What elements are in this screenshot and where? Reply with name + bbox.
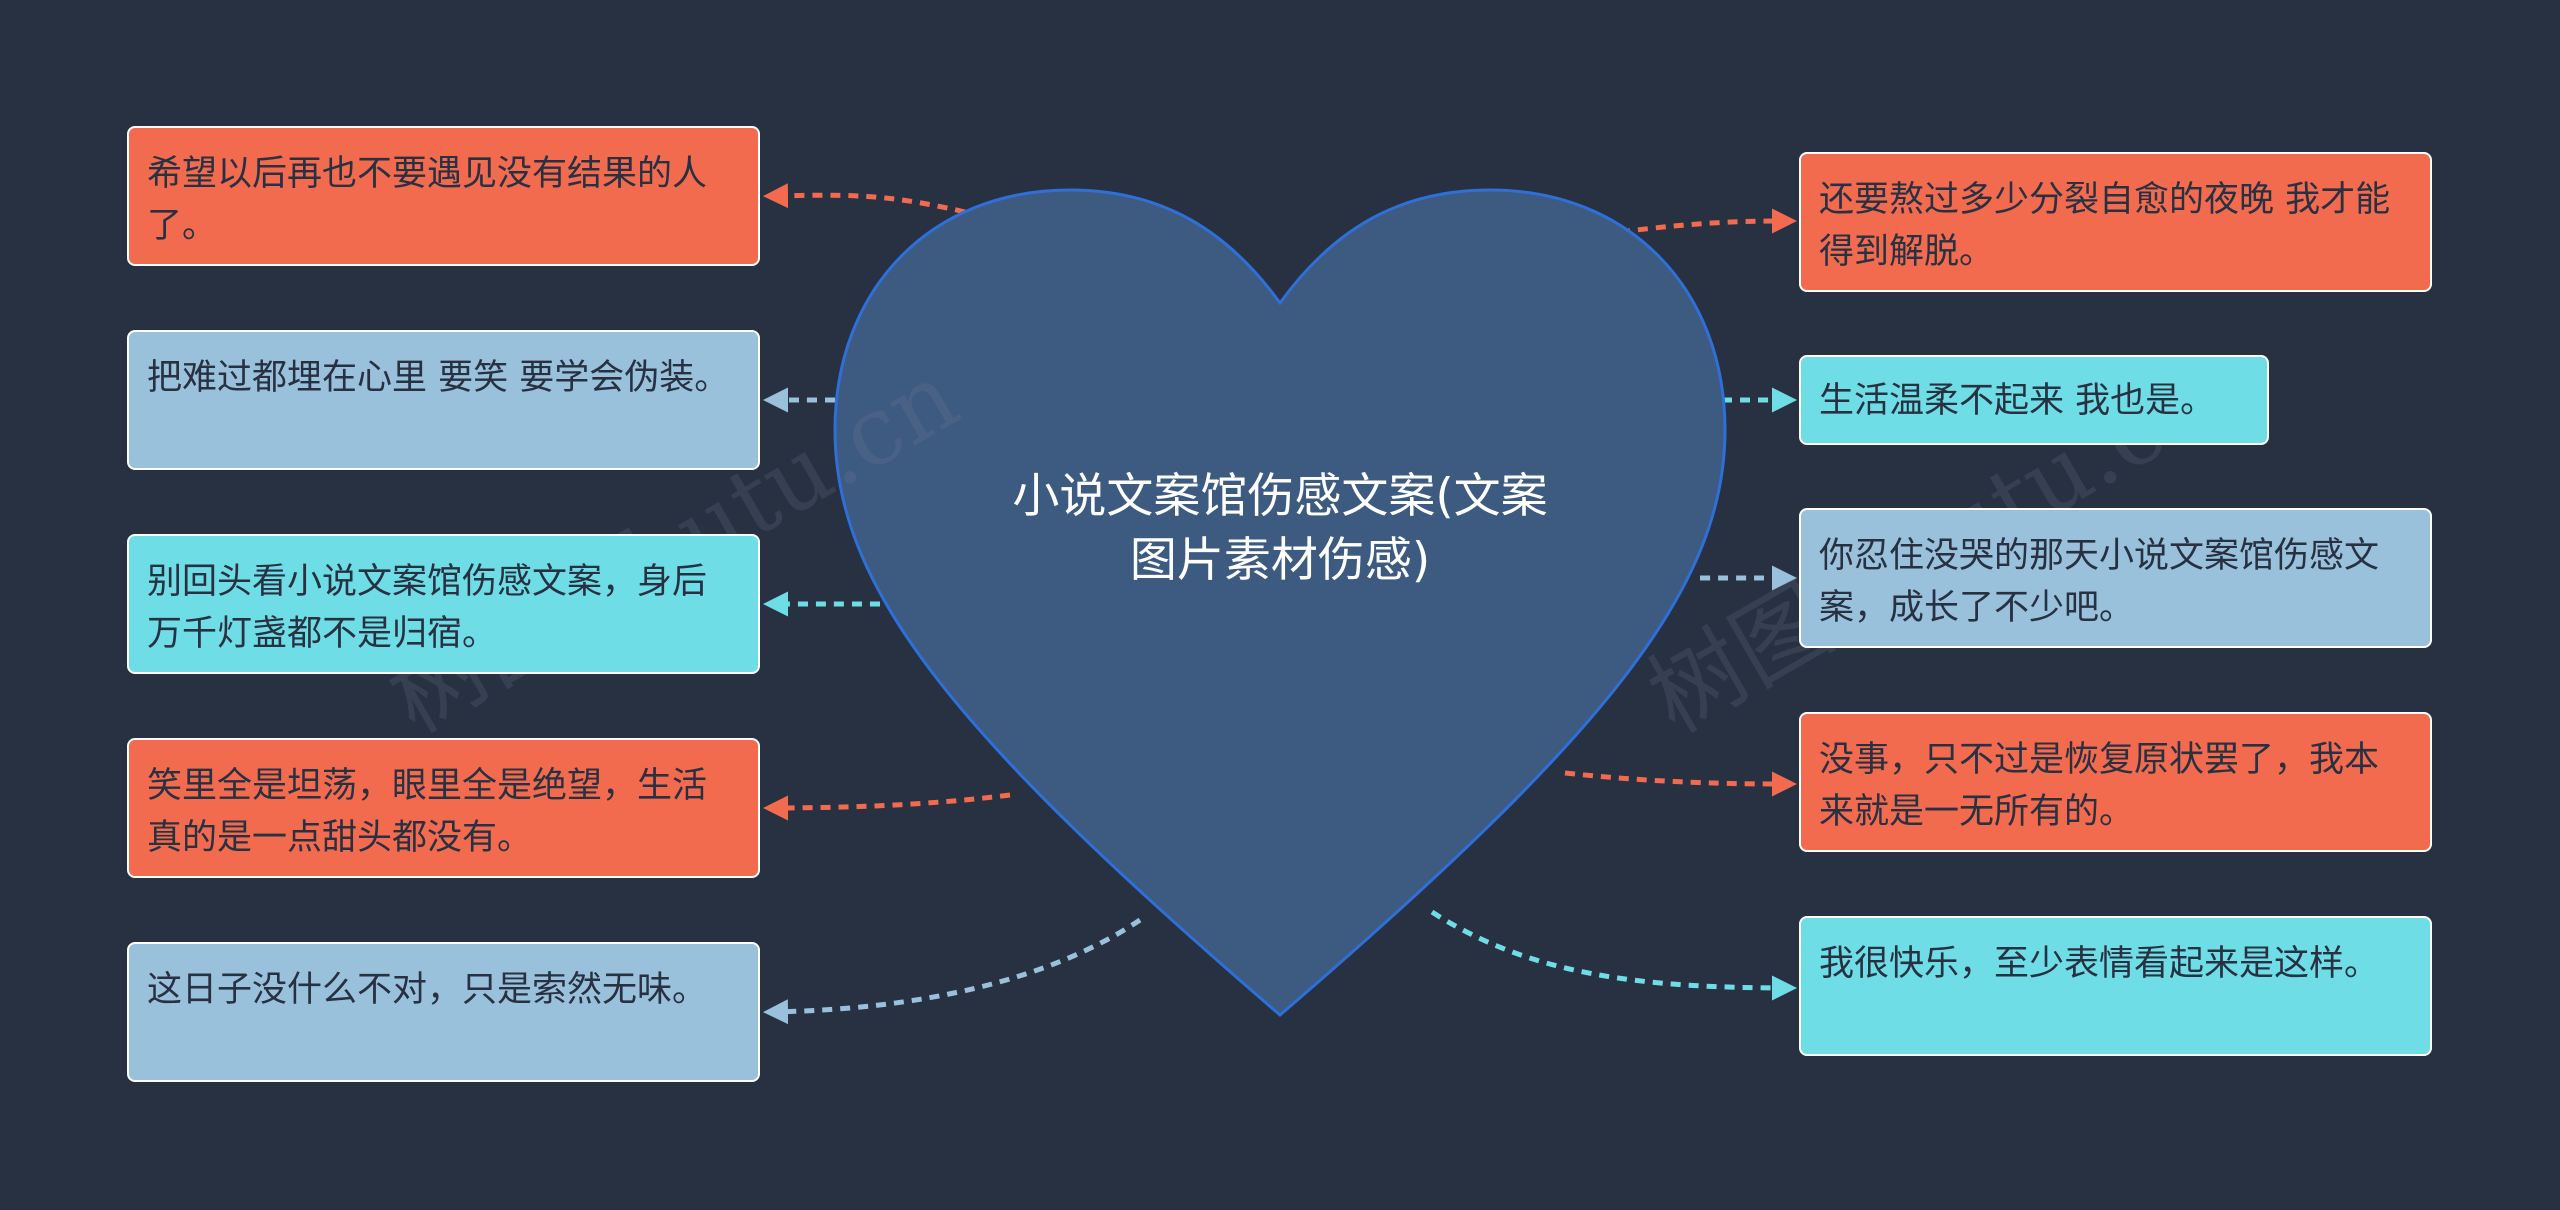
left-node-1[interactable]: 希望以后再也不要遇见没有结果的人了。 <box>127 126 760 266</box>
left-node-5[interactable]: 这日子没什么不对，只是索然无味。 <box>127 942 760 1082</box>
left-node-3-text: 别回头看小说文案馆伤感文案，身后万千灯盏都不是归宿。 <box>147 562 708 654</box>
center-title: 小说文案馆伤感文案(文案 图片素材伤感) <box>1012 469 1548 588</box>
left-node-2-text: 把难过都埋在心里 要笑 要学会伪装。 <box>147 358 730 398</box>
left-node-3[interactable]: 别回头看小说文案馆伤感文案，身后万千灯盏都不是归宿。 <box>127 534 760 674</box>
right-node-5[interactable]: 我很快乐，至少表情看起来是这样。 <box>1799 916 2432 1056</box>
left-node-5-text: 这日子没什么不对，只是索然无味。 <box>147 970 708 1010</box>
right-node-4[interactable]: 没事，只不过是恢复原状罢了，我本来就是一无所有的。 <box>1799 712 2432 852</box>
connector-left-5 <box>763 917 1142 1025</box>
left-node-4[interactable]: 笑里全是坦荡，眼里全是绝望，生活真的是一点甜头都没有。 <box>127 738 760 878</box>
connector-right-1 <box>1619 208 1797 235</box>
connector-right-4 <box>1564 770 1797 797</box>
left-node-2[interactable]: 把难过都埋在心里 要笑 要学会伪装。 <box>127 330 760 470</box>
connector-right-5 <box>1430 909 1797 1001</box>
right-node-2-text: 生活温柔不起来 我也是。 <box>1819 381 2216 421</box>
right-node-5-text: 我很快乐，至少表情看起来是这样。 <box>1819 944 2380 984</box>
right-node-3-text: 你忍住没哭的那天小说文案馆伤感文案，成长了不少吧。 <box>1819 536 2380 628</box>
left-node-1-text: 希望以后再也不要遇见没有结果的人了。 <box>147 154 708 246</box>
right-node-3[interactable]: 你忍住没哭的那天小说文案馆伤感文案，成长了不少吧。 <box>1799 508 2432 648</box>
left-node-4-text: 笑里全是坦荡，眼里全是绝望，生活真的是一点甜头都没有。 <box>147 766 708 858</box>
right-node-1[interactable]: 还要熬过多少分裂自愈的夜晚 我才能得到解脱。 <box>1799 152 2432 292</box>
right-node-2[interactable]: 生活温柔不起来 我也是。 <box>1799 355 2269 445</box>
right-node-4-text: 没事，只不过是恢复原状罢了，我本来就是一无所有的。 <box>1819 740 2380 832</box>
right-node-1-text: 还要熬过多少分裂自愈的夜晚 我才能得到解脱。 <box>1819 180 2391 272</box>
